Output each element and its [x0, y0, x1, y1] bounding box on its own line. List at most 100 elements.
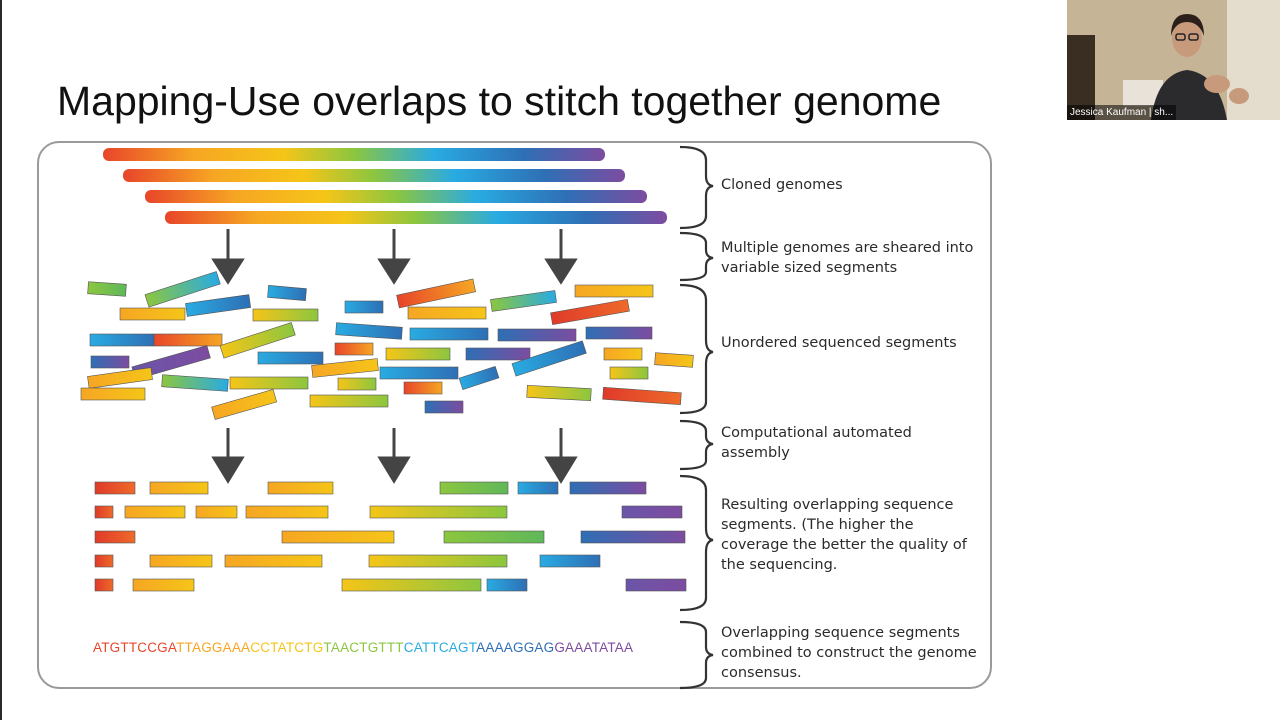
segment — [149, 554, 213, 568]
segment — [224, 554, 323, 568]
segment — [403, 381, 443, 395]
down-arrow-icon — [377, 229, 411, 285]
segment — [580, 530, 686, 544]
segment — [497, 328, 577, 342]
segment — [245, 505, 329, 519]
segment — [87, 367, 153, 389]
figure-frame — [37, 141, 992, 689]
segment — [89, 333, 155, 347]
step-braces — [679, 145, 714, 690]
brace — [679, 231, 714, 282]
segment — [443, 530, 545, 544]
segment — [335, 322, 403, 340]
brace — [679, 620, 714, 690]
segment — [458, 366, 500, 390]
segment — [94, 505, 114, 519]
segment — [87, 281, 127, 297]
step-label-sheared: Multiple genomes are sheared into variab… — [721, 240, 974, 276]
brace — [679, 283, 714, 415]
shear-arrows — [211, 229, 578, 285]
segment — [311, 358, 379, 378]
segment — [550, 298, 630, 326]
segment — [409, 327, 489, 341]
down-arrow-icon — [544, 229, 578, 285]
segment — [309, 394, 389, 408]
segment — [407, 306, 487, 320]
unordered-segments — [80, 271, 694, 420]
segment — [654, 352, 694, 368]
segment — [119, 307, 186, 321]
segment — [396, 278, 476, 309]
segment — [94, 554, 114, 568]
segment — [602, 386, 682, 406]
segment — [379, 366, 459, 380]
segment — [94, 481, 136, 495]
participant-video-feed — [1067, 0, 1280, 120]
segment — [281, 530, 395, 544]
segment — [124, 505, 186, 519]
segment — [153, 333, 223, 347]
segment — [334, 342, 374, 356]
segment — [161, 374, 229, 392]
segment — [94, 578, 114, 592]
segment — [341, 578, 482, 592]
step-label-consensus: Overlapping sequence segments combined t… — [721, 625, 977, 681]
window-left-edge — [0, 0, 2, 720]
segment — [569, 481, 647, 495]
segment — [609, 366, 649, 380]
genome-strand — [123, 169, 625, 182]
brace — [679, 145, 714, 230]
segment — [625, 578, 687, 592]
segment — [490, 290, 557, 312]
segment — [621, 505, 683, 519]
segment — [195, 505, 238, 519]
cloned-genomes — [103, 148, 667, 224]
segment — [90, 355, 130, 369]
segment — [385, 347, 451, 361]
genome-strand — [165, 211, 667, 224]
down-arrow-icon — [211, 428, 245, 484]
segment — [344, 300, 384, 314]
segment — [229, 376, 309, 390]
step-label-assembly: Computational automated assembly — [721, 425, 912, 461]
slide-title: Mapping-Use overlaps to stitch together … — [57, 78, 942, 124]
consensus-sequence: ATGTTCCGATTAGGAAACCTATCTGTAACTGTTTCATTCA… — [93, 640, 634, 655]
step-label-cloned-genomes: Cloned genomes — [721, 177, 843, 193]
segment — [94, 530, 136, 544]
participant-name-tag: Jessica Kaufman | sh... — [1067, 105, 1177, 120]
segment — [369, 505, 508, 519]
genome-strand — [103, 148, 605, 161]
segment — [465, 347, 531, 361]
video-participant-tile[interactable]: Jessica Kaufman | sh... — [1067, 0, 1280, 120]
segment — [337, 377, 377, 391]
genome-assembly-diagram — [80, 145, 714, 690]
down-arrow-icon — [377, 428, 411, 484]
segment — [486, 578, 528, 592]
segment — [539, 554, 601, 568]
segment — [517, 481, 559, 495]
segment — [511, 340, 587, 377]
segment — [144, 271, 221, 308]
segment — [574, 284, 654, 298]
segment — [424, 400, 464, 414]
step-label-overlapping: Resulting overlapping sequence segments.… — [721, 497, 967, 573]
brace — [679, 474, 714, 612]
brace — [679, 419, 714, 471]
segment — [439, 481, 509, 495]
segment — [211, 389, 278, 420]
segment — [149, 481, 209, 495]
segment — [267, 481, 334, 495]
overlapping-segments — [94, 481, 687, 592]
segment — [132, 578, 195, 592]
segment — [257, 351, 324, 365]
segment — [252, 308, 319, 322]
genome-strand — [145, 190, 647, 203]
down-arrow-icon — [211, 229, 245, 285]
segment — [526, 385, 592, 401]
segment — [80, 387, 146, 401]
segment — [185, 294, 252, 317]
assembly-arrows — [211, 428, 578, 484]
segment — [603, 347, 643, 361]
segment — [368, 554, 508, 568]
segment — [585, 326, 653, 340]
